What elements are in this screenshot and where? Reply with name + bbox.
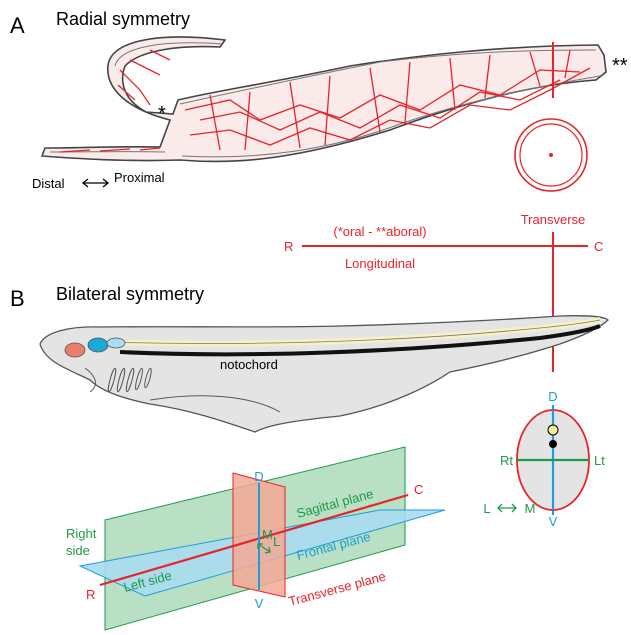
plane-lateral-label: L <box>273 534 280 549</box>
lateral-medial-arrow <box>498 504 516 512</box>
cs-medial-label: M <box>525 501 536 516</box>
distal-label: Distal <box>32 176 65 191</box>
longitudinal-label: Longitudinal <box>345 256 415 271</box>
panel-a-title: Radial symmetry <box>56 9 190 29</box>
rostral-label: R <box>284 239 293 254</box>
oral-aboral-label: (*oral - **aboral) <box>333 224 426 239</box>
oral-marker: * <box>158 103 166 125</box>
radial-cross-section <box>515 119 587 191</box>
plane-rostral-label: R <box>86 587 95 602</box>
panel-b-title: Bilateral symmetry <box>56 284 204 304</box>
proximal-label: Proximal <box>114 170 165 185</box>
panel-a-letter: A <box>10 13 25 38</box>
cs-right-label: Rt <box>500 453 513 468</box>
cs-ventral-label: V <box>549 514 558 529</box>
aboral-marker: ** <box>612 55 628 77</box>
radial-organism <box>42 37 606 161</box>
plane-dorsal-label: D <box>254 469 263 484</box>
cs-lateral-label: L <box>483 501 490 516</box>
bilateral-organism <box>40 316 608 432</box>
cs-dorsal-label: D <box>548 389 557 404</box>
right-side-label-1: Right <box>66 526 97 541</box>
cs-left-label: Lt <box>594 453 605 468</box>
bilateral-cross-section <box>517 405 589 515</box>
plane-ventral-label: V <box>255 596 264 611</box>
panel-b-letter: B <box>10 286 25 311</box>
right-side-label-2: side <box>66 543 90 558</box>
plane-caudal-label: C <box>414 482 423 497</box>
plane-medial-label: M <box>262 527 273 542</box>
transverse-axis-label: Transverse <box>521 212 586 227</box>
caudal-label: C <box>594 239 603 254</box>
distal-proximal-arrow <box>83 179 108 187</box>
notochord-label: notochord <box>220 357 278 372</box>
